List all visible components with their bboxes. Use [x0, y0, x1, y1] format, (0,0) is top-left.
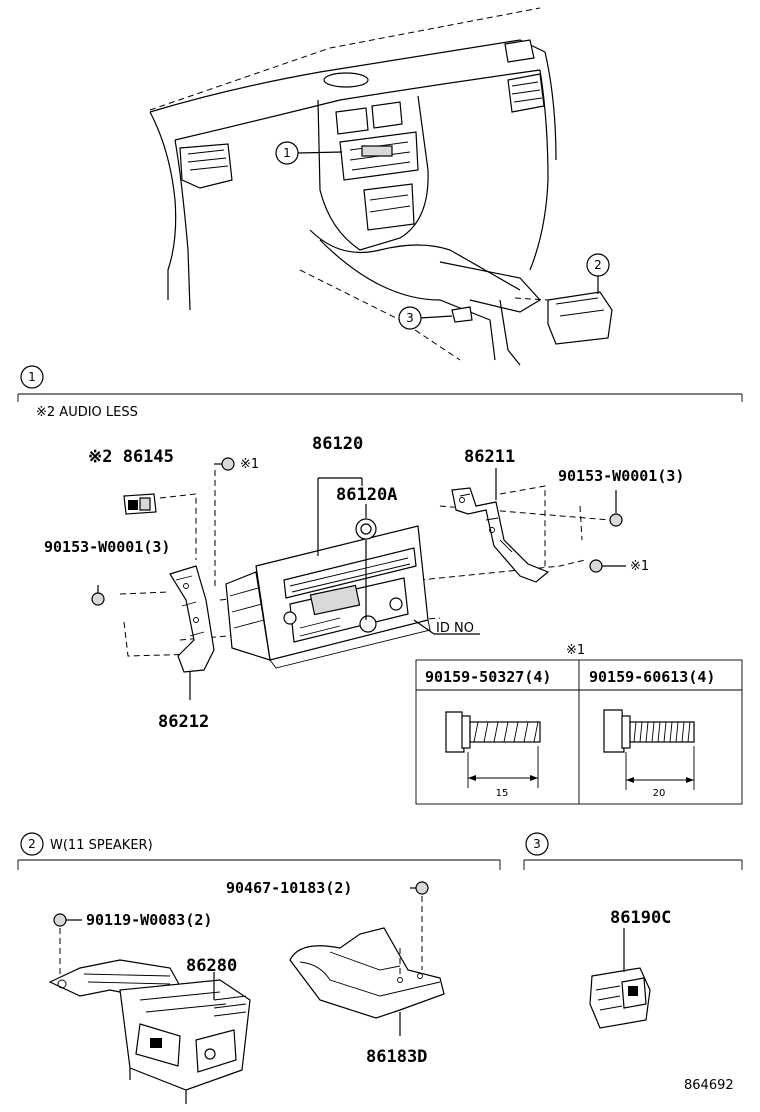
- part-label-86280: 86280: [186, 956, 237, 976]
- connector-illustration: [589, 928, 651, 1029]
- amplifier-illustration: [48, 881, 445, 1104]
- section-3-header: [523, 832, 743, 870]
- table-col-1-part: 90159-50327(4): [425, 668, 551, 686]
- section-1-note: ※2 AUDIO LESS: [36, 405, 138, 420]
- table-ref-note: ※1: [566, 643, 585, 658]
- section-1-number: 1: [28, 370, 36, 384]
- part-label-86212: 86212: [158, 712, 209, 732]
- table-col-2-part: 90159-60613(4): [589, 668, 715, 686]
- table-dim-2: 20: [653, 788, 666, 799]
- figure-id: 864692: [684, 1078, 734, 1093]
- part-label-90153-left: 90153-W0001(3): [44, 538, 170, 556]
- section-2-header: [17, 832, 501, 870]
- audio-assembly-illustration: [91, 457, 626, 700]
- ref-note-right: ※1: [630, 559, 649, 574]
- section-3-number: 3: [533, 837, 541, 851]
- callout-1-label: 1: [283, 146, 291, 160]
- part-label-86190C: 86190C: [610, 908, 671, 928]
- part-label-86120A: 86120A: [336, 485, 397, 505]
- part-label-86120: 86120: [312, 434, 363, 454]
- fastener-table: [415, 659, 743, 805]
- id-no-label: ID NO: [436, 621, 474, 636]
- part-label-90467: 90467-10183(2): [226, 879, 352, 897]
- callout-2-label: 2: [594, 258, 602, 272]
- part-label-90119: 90119-W0083(2): [86, 911, 212, 929]
- part-label-86145: ※2 86145: [88, 447, 174, 467]
- callout-3-label: 3: [406, 311, 414, 325]
- ref-note-top: ※1: [240, 457, 259, 472]
- part-label-86183D: 86183D: [366, 1047, 427, 1067]
- part-label-90153-right: 90153-W0001(3): [558, 467, 684, 485]
- section-2-title: W(11 SPEAKER): [50, 838, 153, 853]
- section-1-header: [17, 365, 743, 402]
- part-label-86211: 86211: [464, 447, 515, 467]
- section-2-number: 2: [28, 837, 36, 851]
- table-dim-1: 15: [496, 788, 509, 799]
- dashboard-overview-illustration: [149, 7, 613, 366]
